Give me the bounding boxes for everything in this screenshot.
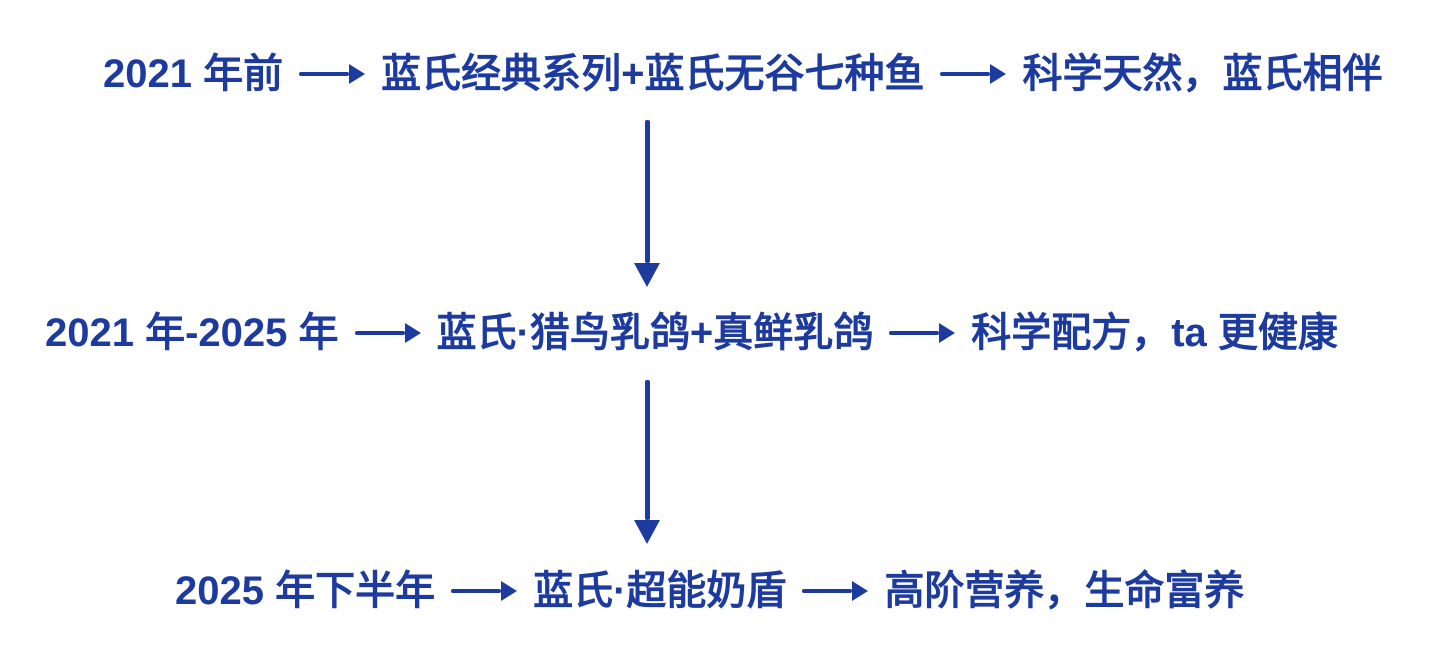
slogan-label: 高阶营养，生命富养: [884, 569, 1245, 613]
timeline-row-1: 2021 年前 蓝氏经典系列+蓝氏无谷七种鱼 科学天然，蓝氏相伴: [103, 46, 1382, 102]
slogan-label: 科学天然，蓝氏相伴: [1022, 52, 1383, 96]
period-label: 2025 年下半年: [175, 569, 436, 613]
arrow-right-icon: [354, 323, 421, 343]
period-label: 2021 年前: [103, 52, 284, 96]
arrow-right-icon: [802, 581, 869, 601]
product-label: 蓝氏经典系列+蓝氏无谷七种鱼: [381, 52, 925, 96]
product-label: 蓝氏·猎鸟乳鸽+真鲜乳鸽: [436, 311, 874, 355]
arrow-right-icon: [940, 64, 1007, 84]
product-label: 蓝氏·超能奶盾: [533, 569, 787, 613]
period-label: 2021 年-2025 年: [45, 311, 339, 355]
timeline-row-2: 2021 年-2025 年 蓝氏·猎鸟乳鸽+真鲜乳鸽 科学配方，ta 更健康: [45, 305, 1338, 361]
arrow-down-icon: [634, 380, 660, 544]
timeline-row-3: 2025 年下半年 蓝氏·超能奶盾 高阶营养，生命富养: [175, 563, 1244, 619]
arrow-right-icon: [299, 64, 366, 84]
arrow-right-icon: [451, 581, 518, 601]
arrow-right-icon: [889, 323, 956, 343]
arrow-down-icon: [634, 120, 660, 287]
slogan-label: 科学配方，ta 更健康: [971, 311, 1338, 355]
